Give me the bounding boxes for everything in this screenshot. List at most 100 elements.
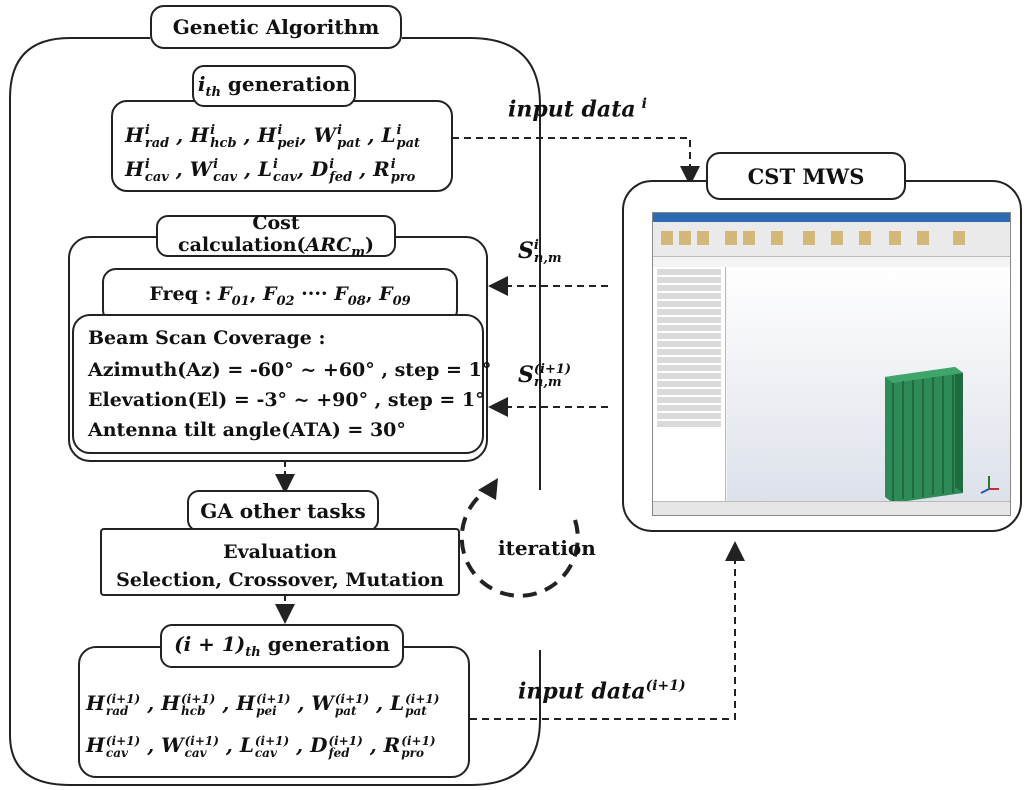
- ga-other-tasks-label: GA other tasks: [200, 499, 366, 523]
- iteration-label: iteration: [498, 536, 596, 560]
- variable-sub: hcb: [210, 135, 237, 151]
- variable-sub: pei: [256, 703, 277, 718]
- variable-sub: cav: [273, 169, 297, 185]
- beam-tilt: Antenna tilt angle(ATA) = 30°: [88, 419, 406, 441]
- separator: ,: [168, 157, 190, 181]
- arrow-input-i1: [470, 541, 745, 720]
- variable-sup: i: [337, 122, 343, 138]
- beam-elevation: Elevation(El) = -3° ~ +90° , step = 1°: [88, 389, 485, 411]
- variable-base: H: [125, 123, 144, 147]
- input-i1-text: input data: [518, 678, 646, 705]
- separator: ,: [237, 157, 258, 181]
- separator: ,: [140, 691, 162, 715]
- variable-base: W: [313, 123, 337, 147]
- variable-base: D: [310, 157, 329, 181]
- variable-sub: pat: [337, 135, 361, 151]
- variable-sup: i: [144, 156, 150, 172]
- separator: ,: [369, 691, 391, 715]
- ith-sub: th: [205, 85, 221, 100]
- variable-sup: (i+1): [105, 691, 141, 706]
- variable-sup: i: [329, 156, 335, 172]
- cst-statusbar: [653, 501, 1010, 515]
- param-variable: H(i+1)rad: [86, 686, 140, 720]
- variable-base: H: [257, 123, 277, 147]
- next-prefix: (i + 1): [174, 632, 246, 656]
- cst-titlebar: [653, 213, 1010, 222]
- param-variable: D(i+1)fed: [310, 728, 363, 762]
- cost-sub: m: [351, 244, 365, 260]
- next-word: generation: [267, 632, 390, 656]
- iteration-arrowhead: [478, 478, 498, 500]
- variable-sub: cav: [254, 745, 277, 760]
- variable-sup: (i+1): [181, 691, 216, 706]
- variable-base: W: [189, 157, 213, 181]
- s-i-sup: i: [533, 238, 539, 253]
- freq-s09: 09: [392, 293, 411, 309]
- cst-window: [652, 212, 1011, 516]
- separator: ,: [352, 157, 374, 181]
- variable-sup: (i+1): [334, 691, 370, 706]
- freq-f02: F: [262, 283, 277, 306]
- variable-base: H: [86, 691, 105, 715]
- input-i1-sup: (i+1): [645, 678, 686, 694]
- variable-base: R: [373, 157, 390, 181]
- variable-base: R: [383, 733, 401, 757]
- variable-base: H: [86, 733, 105, 757]
- tasks-evaluation: Evaluation: [223, 541, 337, 563]
- variable-sup: (i+1): [184, 733, 219, 748]
- param-variable: H(i+1)pei: [236, 686, 290, 720]
- variable-sup: i: [273, 156, 278, 172]
- separator: ,: [299, 123, 314, 147]
- variable-sup: (i+1): [105, 733, 141, 748]
- separator: ,: [169, 123, 191, 147]
- s-i-sub: n,m: [533, 251, 562, 266]
- variable-base: L: [381, 123, 396, 147]
- next-vars-row2: H(i+1)cav , W(i+1)cav , L(i+1)cav , D(i+…: [86, 728, 436, 762]
- separator: ,: [236, 123, 258, 147]
- variable-sup: i: [210, 122, 216, 138]
- genetic-algorithm-title: Genetic Algorithm: [150, 5, 402, 49]
- freq-s08: 08: [347, 293, 366, 309]
- param-variable: H(i+1)hcb: [161, 686, 215, 720]
- separator: ,: [290, 691, 312, 715]
- iteration-loop: [459, 486, 580, 598]
- separator: ,: [289, 733, 311, 757]
- variable-sub: pei: [277, 135, 300, 151]
- separator: ,: [215, 691, 237, 715]
- ga-outer-frame: [9, 37, 541, 786]
- beam-heading: Beam Scan Coverage :: [88, 327, 326, 349]
- variable-sup: i: [144, 122, 150, 138]
- param-variable: R(i+1)pro: [384, 728, 436, 762]
- variable-base: H: [190, 123, 210, 147]
- variable-base: H: [236, 691, 256, 715]
- s-i1-label: S(i+1)n,m: [518, 362, 571, 389]
- variable-sub: pat: [405, 703, 427, 718]
- variable-base: D: [310, 733, 328, 757]
- separator: ,: [362, 733, 384, 757]
- variable-sup: (i+1): [256, 691, 291, 706]
- variable-sup: i: [396, 122, 402, 138]
- variable-base: L: [390, 691, 405, 715]
- beam-azimuth: Azimuth(Az) = -60° ~ +60° , step = 1°: [88, 359, 492, 381]
- s-i1-base: S: [518, 362, 534, 388]
- variable-sup: (i+1): [254, 733, 290, 748]
- ith-generation-title: ith generation: [192, 65, 356, 107]
- cst-mws-label: CST MWS: [747, 163, 865, 189]
- cst-ribbon: [653, 222, 1010, 257]
- next-sub: th: [245, 645, 261, 660]
- genetic-algorithm-label: Genetic Algorithm: [172, 15, 380, 39]
- cost-label: Cost calculation(: [178, 212, 306, 257]
- variable-sub: rad: [144, 135, 170, 151]
- freq-prefix: Freq :: [149, 283, 219, 306]
- cst-3d-view: [727, 267, 1010, 503]
- antenna-model-icon: [885, 367, 963, 503]
